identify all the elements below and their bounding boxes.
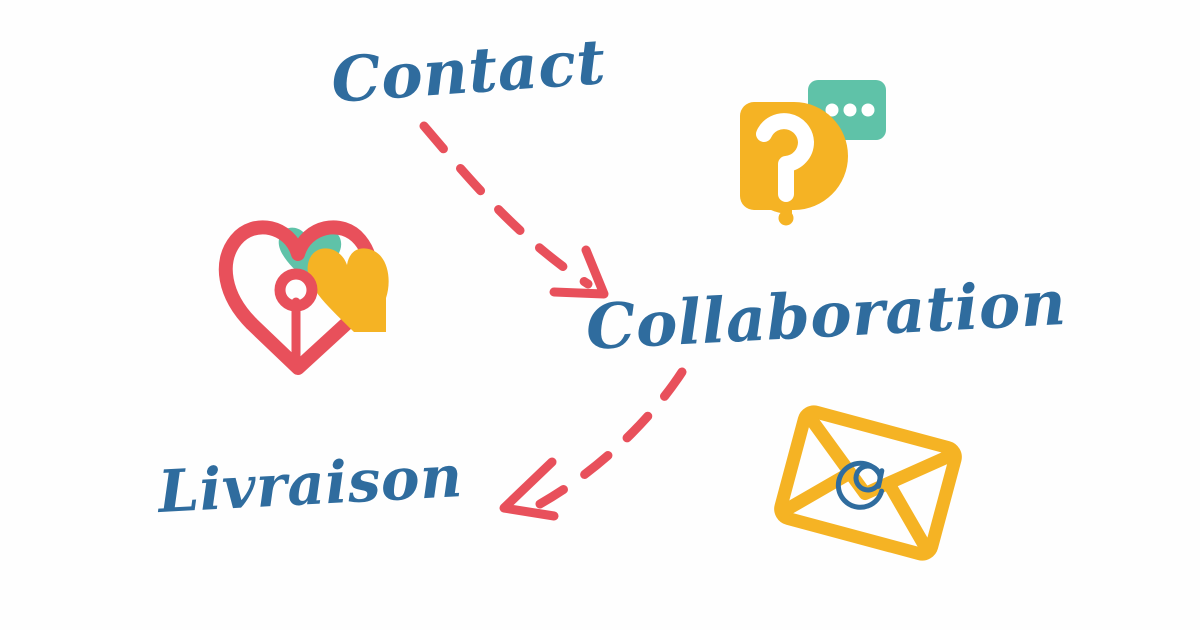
arrow-collaboration-to-livraison — [499, 367, 687, 521]
question-mark-glyph — [756, 113, 815, 202]
question-mark-dot — [778, 210, 794, 226]
envelope-crease-right — [883, 479, 934, 556]
arrow-contact-to-collaboration — [419, 121, 609, 299]
envelope-flap-shape — [802, 410, 959, 501]
question-speech-bubble-icon — [728, 68, 896, 236]
yellow-heart-shape — [307, 248, 389, 332]
at-sign-glyph — [835, 460, 885, 510]
envelope-body-shape — [774, 405, 962, 561]
heart-location-icon — [206, 192, 406, 382]
location-pin-shape — [274, 268, 318, 365]
envelope-at-icon — [772, 402, 964, 564]
red-heart-outline — [218, 220, 378, 375]
